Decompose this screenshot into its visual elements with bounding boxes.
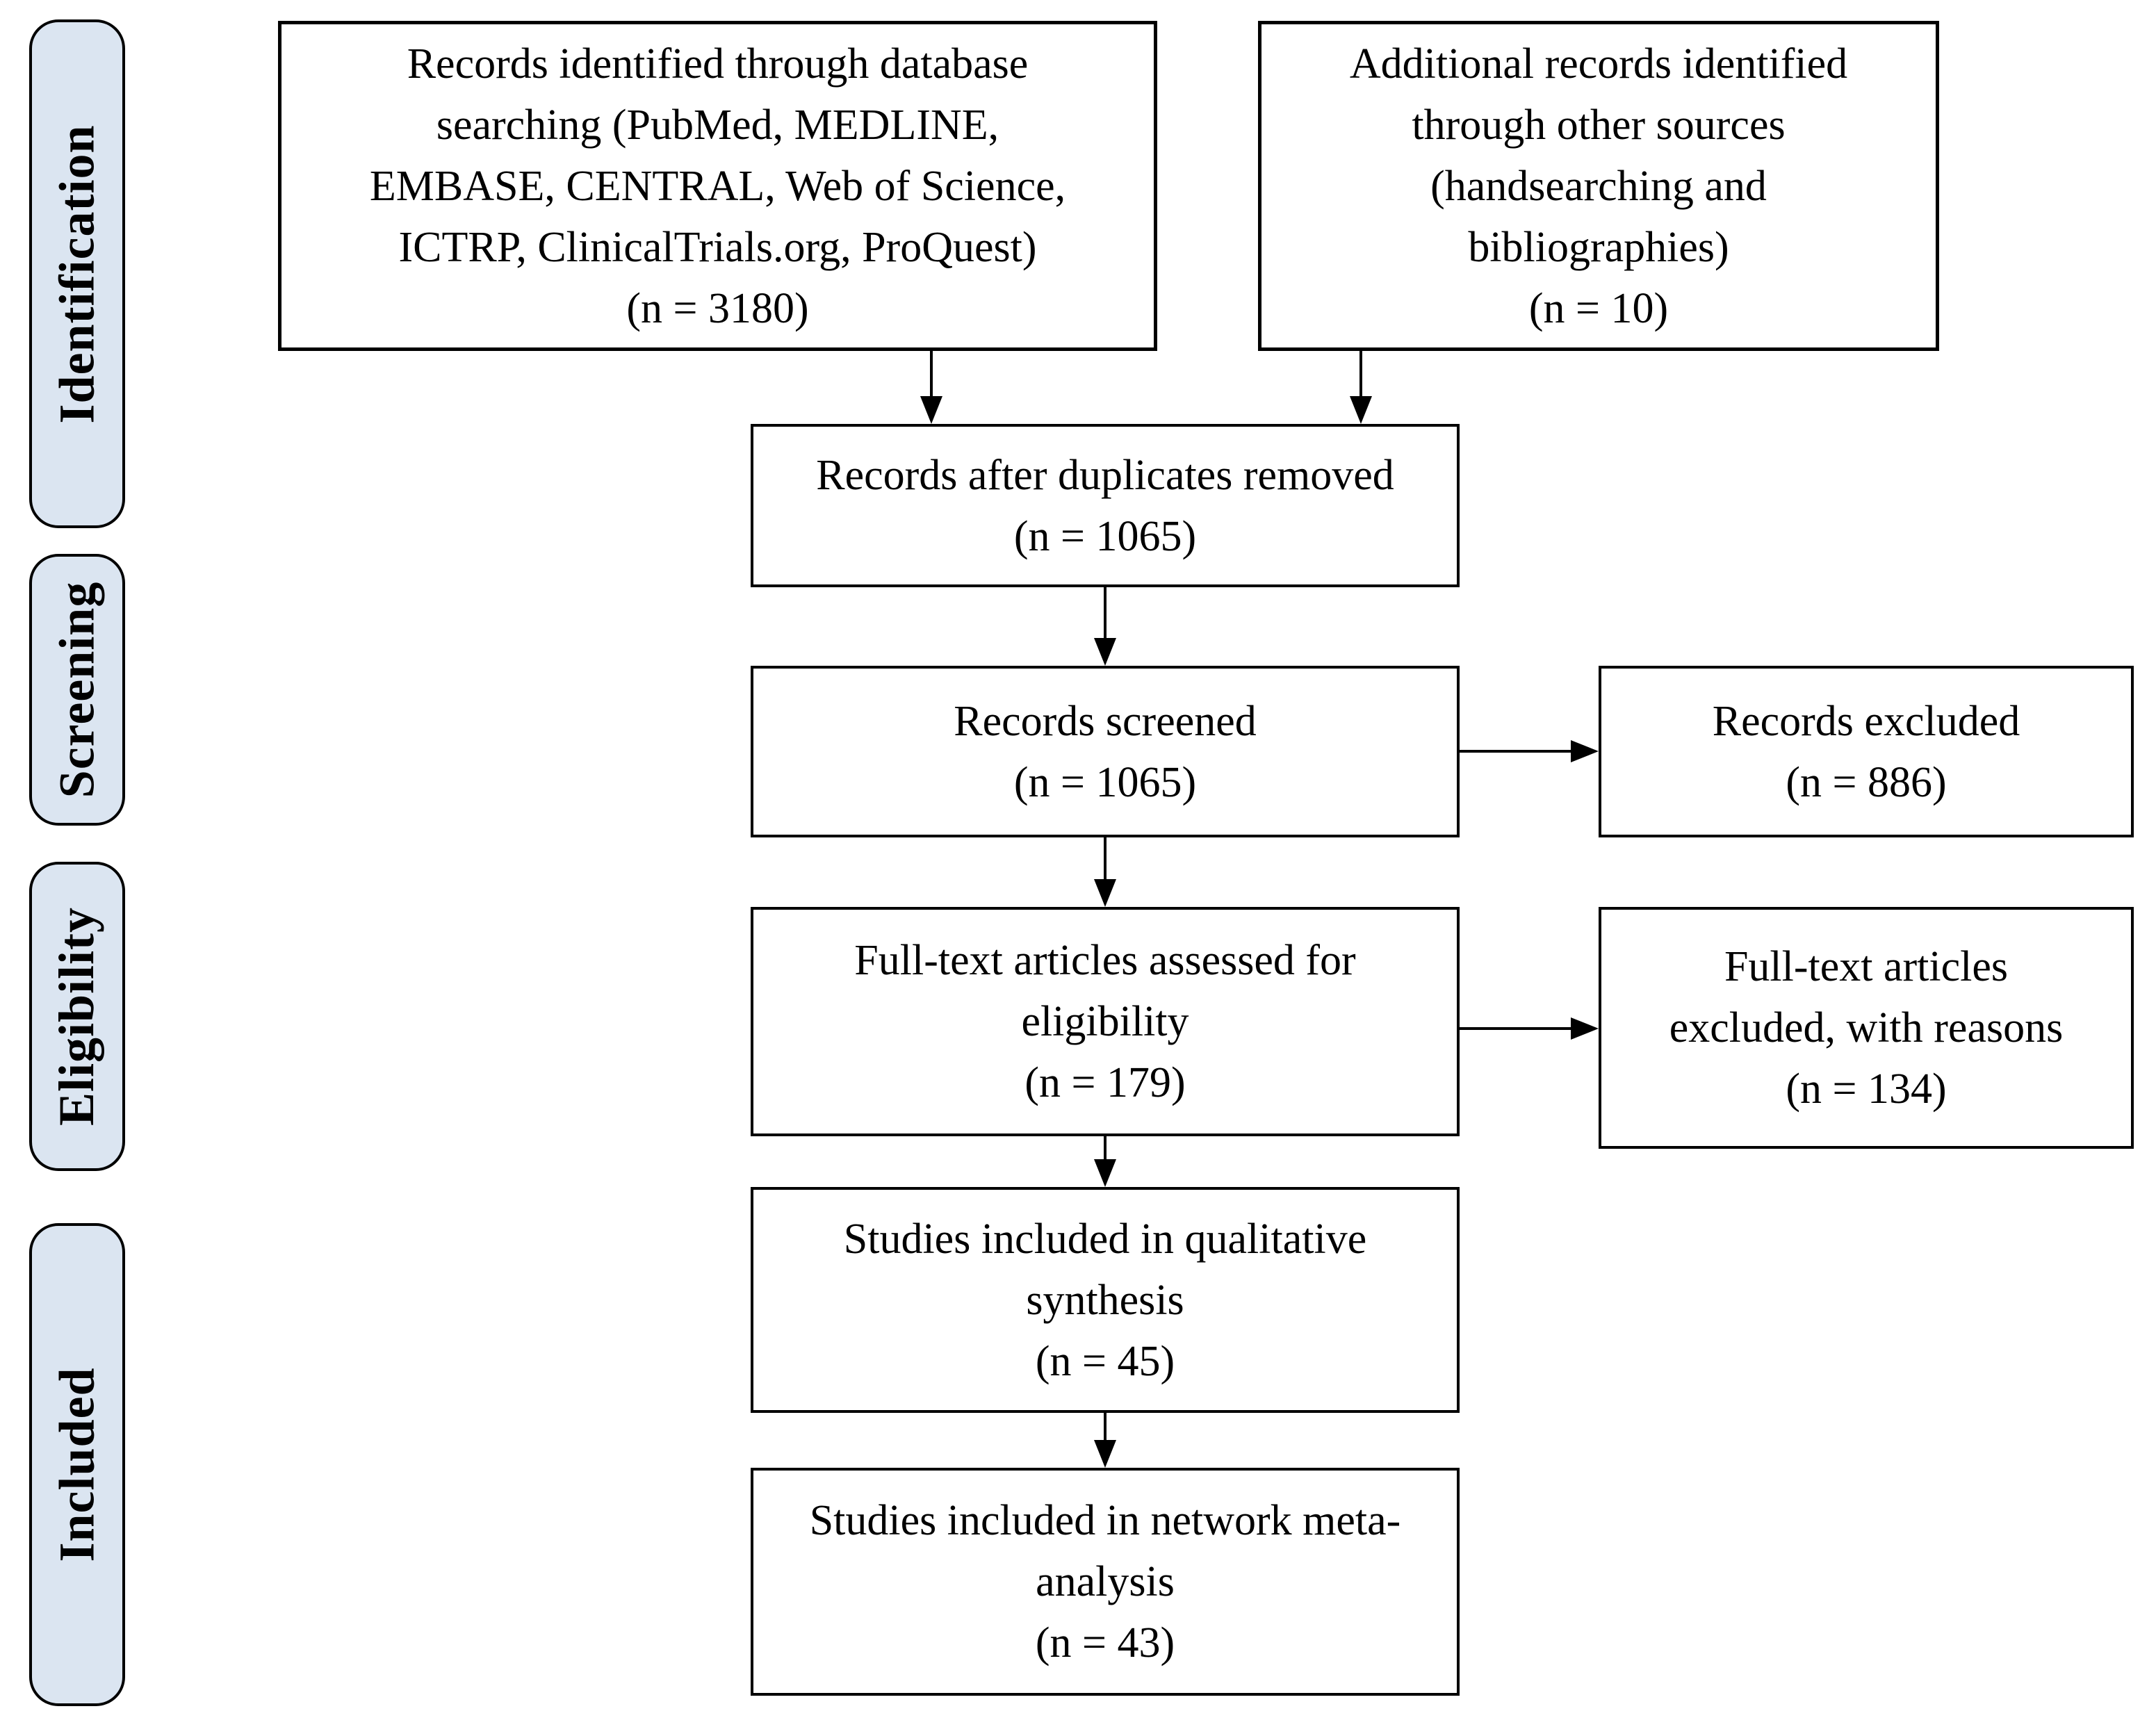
arrow-fulltext-to-qualitative-head	[1094, 1159, 1116, 1187]
stage-identification-label: Identification	[49, 124, 105, 424]
stage-eligibility: Eligibility	[29, 862, 125, 1171]
stage-eligibility-label: Eligibility	[49, 906, 105, 1127]
arrow-identified-to-duplicates-head	[920, 396, 942, 424]
box-duplicates-removed: Records after duplicates removed (n = 10…	[751, 424, 1460, 587]
box-additional-records: Additional records identified through ot…	[1258, 21, 1939, 351]
stage-included: Included	[29, 1223, 125, 1706]
arrow-screened-to-fulltext-head	[1094, 879, 1116, 907]
arrow-qualitative-to-network-head	[1094, 1440, 1116, 1468]
box-additional-records-text: Additional records identified through ot…	[1349, 40, 1848, 332]
arrow-identified-to-duplicates-line	[930, 351, 933, 397]
arrow-duplicates-to-screened-head	[1094, 638, 1116, 666]
box-network-meta-analysis-text: Studies included in network meta- analys…	[809, 1497, 1401, 1667]
box-records-screened-text: Records screened (n = 1065)	[954, 697, 1257, 806]
stage-screening: Screening	[29, 554, 125, 826]
box-records-excluded: Records excluded (n = 886)	[1599, 666, 2134, 837]
arrow-qualitative-to-network-line	[1104, 1413, 1106, 1441]
box-fulltext-assessed-text: Full-text articles assessed for eligibil…	[854, 937, 1356, 1106]
box-records-identified: Records identified through database sear…	[278, 21, 1157, 351]
box-fulltext-excluded: Full-text articles excluded, with reason…	[1599, 907, 2134, 1149]
box-qualitative-synthesis-text: Studies included in qualitative synthesi…	[843, 1215, 1367, 1385]
box-records-screened: Records screened (n = 1065)	[751, 666, 1460, 837]
box-fulltext-assessed: Full-text articles assessed for eligibil…	[751, 907, 1460, 1136]
box-fulltext-excluded-text: Full-text articles excluded, with reason…	[1669, 943, 2064, 1113]
arrow-fulltext-to-qualitative-line	[1104, 1136, 1106, 1160]
box-duplicates-removed-text: Records after duplicates removed (n = 10…	[816, 451, 1394, 560]
arrow-screened-to-fulltext-line	[1104, 837, 1106, 880]
arrow-screened-to-excluded-line	[1460, 750, 1572, 753]
arrow-fulltext-to-excluded-line	[1460, 1027, 1572, 1030]
stage-screening-label: Screening	[49, 581, 105, 799]
arrow-additional-to-duplicates-line	[1359, 351, 1362, 397]
arrow-additional-to-duplicates-head	[1350, 396, 1372, 424]
box-network-meta-analysis: Studies included in network meta- analys…	[751, 1468, 1460, 1696]
stage-identification: Identification	[29, 19, 125, 528]
arrow-screened-to-excluded-head	[1571, 740, 1599, 762]
box-qualitative-synthesis: Studies included in qualitative synthesi…	[751, 1187, 1460, 1413]
arrow-fulltext-to-excluded-head	[1571, 1017, 1599, 1040]
box-records-identified-text: Records identified through database sear…	[369, 40, 1066, 332]
stage-included-label: Included	[49, 1367, 105, 1562]
box-records-excluded-text: Records excluded (n = 886)	[1712, 697, 2020, 806]
arrow-duplicates-to-screened-line	[1104, 587, 1106, 639]
